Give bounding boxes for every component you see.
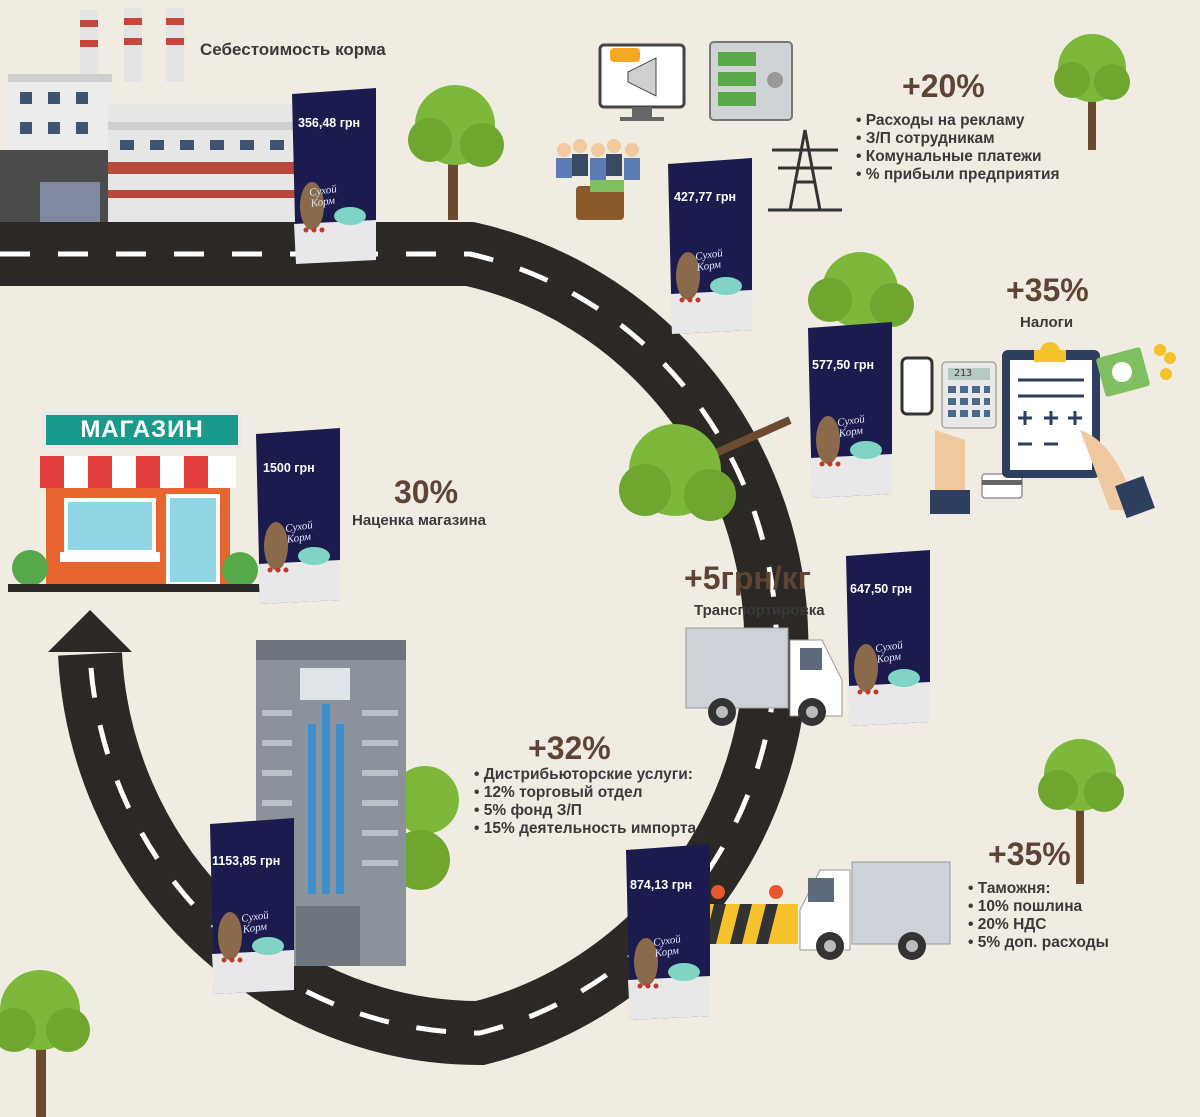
tree-icon bbox=[1054, 34, 1130, 150]
distributor-item: Дистрибьюторские услуги: bbox=[474, 766, 696, 784]
customs-items: Таможня: 10% пошлина 20% НДС 5% доп. рас… bbox=[968, 880, 1109, 952]
customs-item: 5% доп. расходы bbox=[968, 934, 1109, 952]
tree-icon bbox=[408, 85, 504, 220]
distributor-percent: +32% bbox=[528, 730, 611, 766]
distributor-item: 15% деятельность импорта bbox=[474, 820, 696, 838]
transport-truck bbox=[685, 627, 843, 726]
factory bbox=[0, 8, 300, 222]
office-building bbox=[256, 640, 406, 966]
taxes-label: Налоги bbox=[1020, 314, 1074, 331]
bags bbox=[210, 88, 930, 1020]
overhead-item: Комунальные платежи bbox=[856, 148, 1060, 166]
price-distributor: 1153,85 грн bbox=[212, 854, 281, 868]
calculator-icon bbox=[941, 361, 997, 429]
customs-percent: +35% bbox=[988, 836, 1071, 872]
tree-icon bbox=[1038, 739, 1124, 884]
distributor-item: 12% торговый отдел bbox=[474, 784, 696, 802]
overhead-items: Расходы на рекламу З/П сотрудникам Комун… bbox=[856, 112, 1060, 184]
feed-bag bbox=[808, 322, 892, 498]
feed-bag bbox=[210, 818, 294, 994]
transport-amount: +5грн/кг bbox=[684, 560, 811, 596]
shop-building bbox=[8, 456, 262, 592]
shop-percent: 30% bbox=[394, 474, 459, 510]
safe-icon bbox=[709, 41, 793, 121]
feed-bag bbox=[292, 88, 376, 264]
shop-sign: МАГАЗИН bbox=[42, 411, 242, 449]
clipboard-icon bbox=[1002, 342, 1100, 478]
tree-icon bbox=[0, 970, 90, 1117]
price-shop: 1500 грн bbox=[263, 461, 315, 475]
overhead-item: З/П сотрудникам bbox=[856, 130, 1060, 148]
price-customs: 874,13 грн bbox=[630, 878, 693, 892]
customs-item: 10% пошлина bbox=[968, 898, 1109, 916]
employees-icon bbox=[556, 139, 640, 180]
overhead-item: % прибыли предприятия bbox=[856, 166, 1060, 184]
card-icon bbox=[981, 473, 1023, 499]
distributor-items: Дистрибьюторские услуги: 12% торговый от… bbox=[474, 766, 696, 838]
phone-icon bbox=[900, 356, 934, 416]
tree-icon bbox=[808, 252, 914, 340]
overhead-percent: +20% bbox=[902, 68, 985, 104]
distributor-item: 5% фонд З/П bbox=[474, 802, 696, 820]
road-markings bbox=[0, 251, 779, 1036]
calculator-display: 213 bbox=[954, 368, 973, 379]
power-pylon-icon bbox=[768, 129, 842, 212]
customs-item: Таможня: bbox=[968, 880, 1109, 898]
customs-item: 20% НДС bbox=[968, 916, 1109, 934]
taxes-percent: +35% bbox=[1006, 272, 1089, 308]
feed-bag bbox=[626, 844, 710, 1020]
monitor-megaphone-icon bbox=[598, 43, 686, 121]
start-title: Себестоимость корма bbox=[200, 40, 386, 59]
price-factory: 356,48 грн bbox=[298, 116, 361, 130]
road-arrow bbox=[48, 610, 132, 652]
customs-truck bbox=[799, 861, 951, 960]
tax-icons bbox=[900, 342, 1176, 519]
feed-bag bbox=[256, 428, 340, 604]
price-taxes: 577,50 грн bbox=[812, 358, 875, 372]
hand-icon bbox=[930, 430, 970, 514]
transport-label: Транспортировка bbox=[694, 602, 825, 619]
feed-bag bbox=[846, 550, 930, 726]
price-transport: 647,50 грн bbox=[850, 582, 913, 596]
tree-icon bbox=[619, 416, 792, 521]
overhead-item: Расходы на рекламу bbox=[856, 112, 1060, 130]
shop-label: Наценка магазина bbox=[352, 512, 486, 529]
wallet-icon bbox=[576, 180, 624, 220]
overhead-icons bbox=[556, 41, 842, 220]
money-icon bbox=[1096, 344, 1176, 397]
feed-bag bbox=[668, 158, 752, 334]
customs-barrier bbox=[704, 885, 798, 944]
pen-hand-icon bbox=[1080, 430, 1155, 519]
price-overhead: 427,77 грн bbox=[674, 190, 737, 204]
